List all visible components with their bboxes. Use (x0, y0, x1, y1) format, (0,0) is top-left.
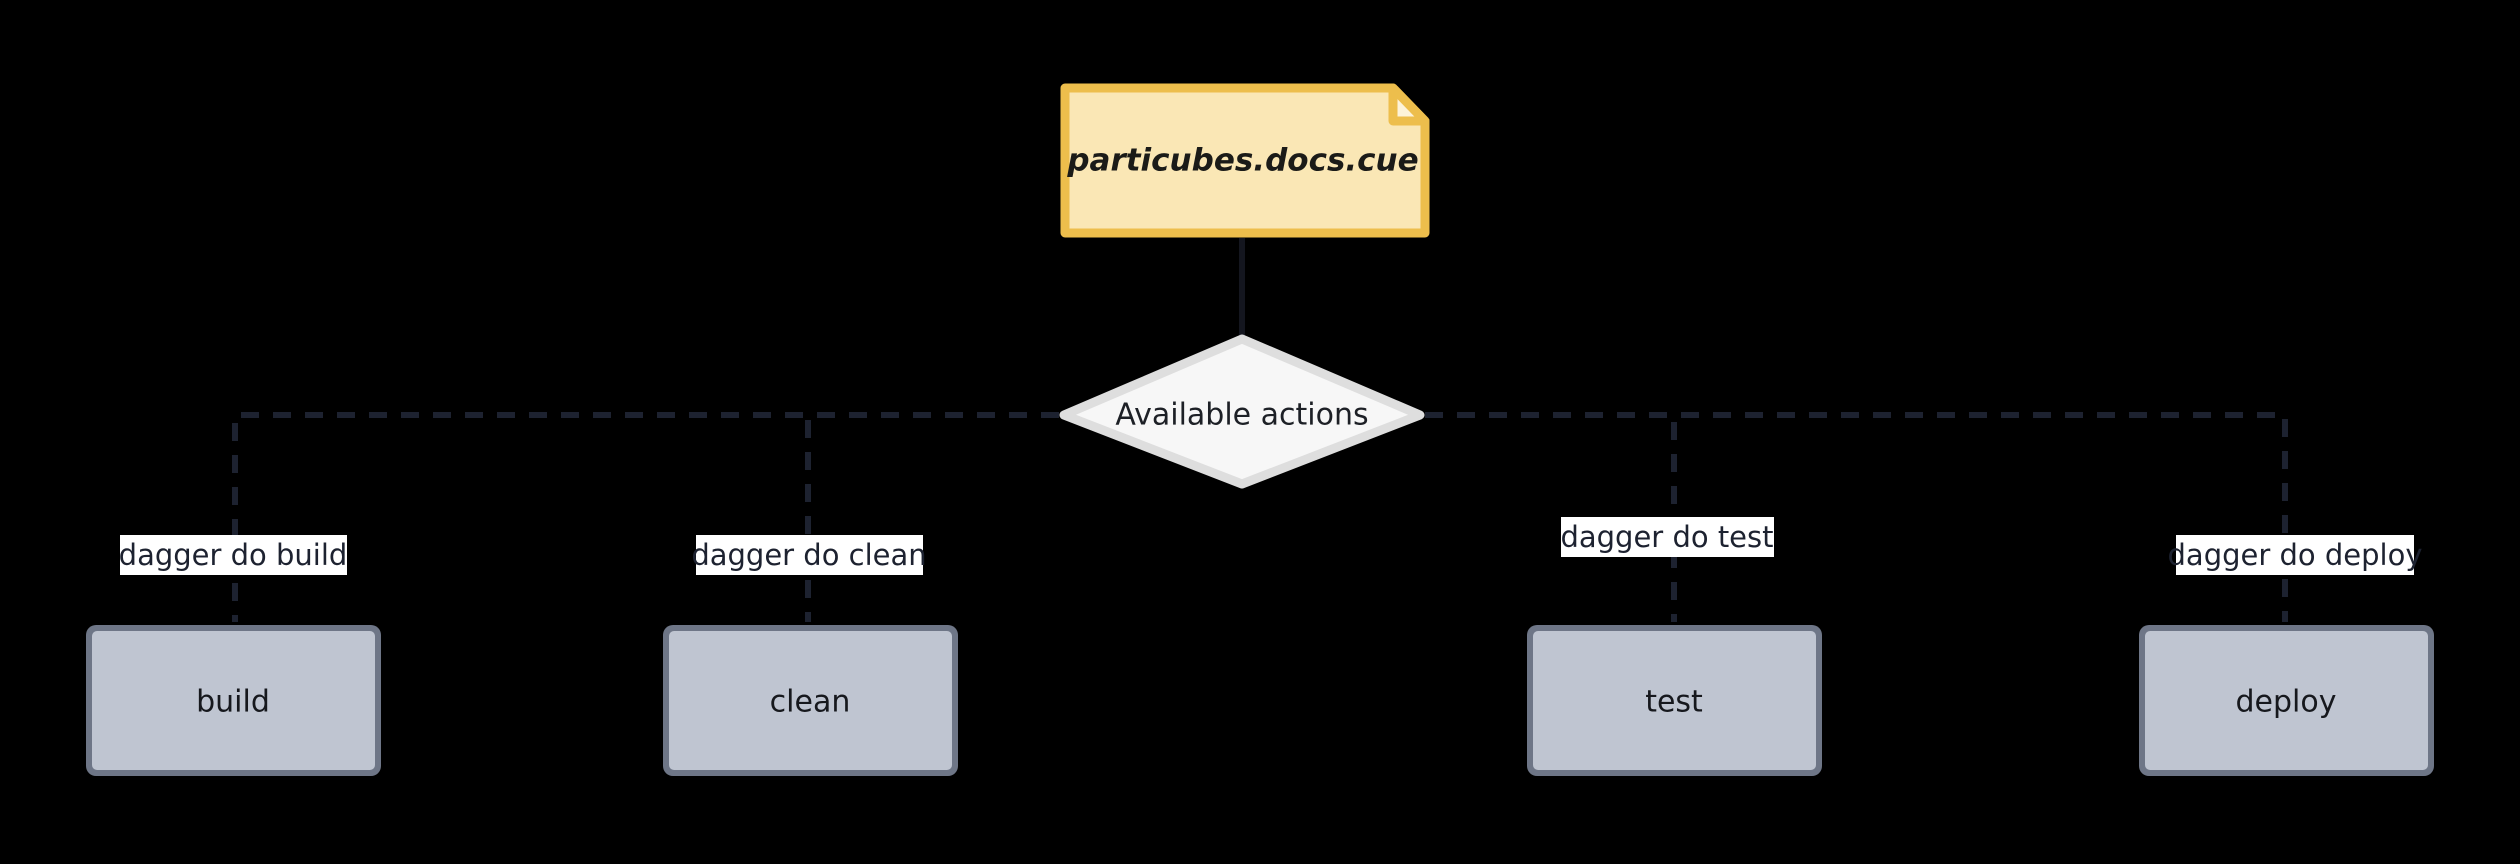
edge-label-build-text: dagger do build (119, 538, 348, 572)
edge-decision-to-deploy (1425, 412, 2288, 622)
edge-decision-to-build (232, 412, 1059, 622)
decision-label: Available actions (1115, 398, 1368, 433)
build-label: build (196, 685, 270, 720)
edge-label-test: dagger do test (1560, 517, 1774, 557)
test-label: test (1645, 685, 1703, 720)
decision-node[interactable]: Available actions (1059, 334, 1425, 489)
edge-label-deploy: dagger do deploy (2168, 535, 2423, 575)
build-box-fill (92, 631, 375, 770)
edge-label-build: dagger do build (119, 535, 348, 575)
edge-label-clean-bg (696, 535, 923, 575)
deploy-label: deploy (2236, 685, 2337, 720)
edge-label-clean: dagger do clean (691, 535, 927, 575)
edge-label-test-text: dagger do test (1560, 520, 1773, 554)
edge-label-clean-text: dagger do clean (691, 538, 926, 572)
action-node-clean[interactable]: clean (663, 625, 958, 776)
note-node[interactable]: particubes.docs.cue (1060, 83, 1430, 238)
edge-label-test-bg (1561, 517, 1774, 557)
test-box-fill (1533, 631, 1816, 770)
note-label: particubes.docs.cue (1066, 143, 1418, 179)
edge-label-group: dagger do build dagger do clean dagger d… (119, 517, 2423, 575)
edge-label-deploy-text: dagger do deploy (2168, 538, 2423, 572)
edge-decision-to-clean (805, 412, 1059, 622)
edge-label-deploy-bg (2176, 535, 2414, 575)
decision-diamond-shape (1059, 334, 1425, 489)
deploy-box-fill (2145, 631, 2428, 770)
clean-box-fill (669, 631, 952, 770)
action-node-deploy[interactable]: deploy (2139, 625, 2434, 776)
action-node-test[interactable]: test (1527, 625, 1822, 776)
action-node-build[interactable]: build (86, 625, 381, 776)
edge-label-build-bg (120, 535, 347, 575)
clean-label: clean (770, 685, 851, 720)
note-fold-corner-icon (1388, 83, 1430, 126)
note-shape (1060, 83, 1430, 238)
